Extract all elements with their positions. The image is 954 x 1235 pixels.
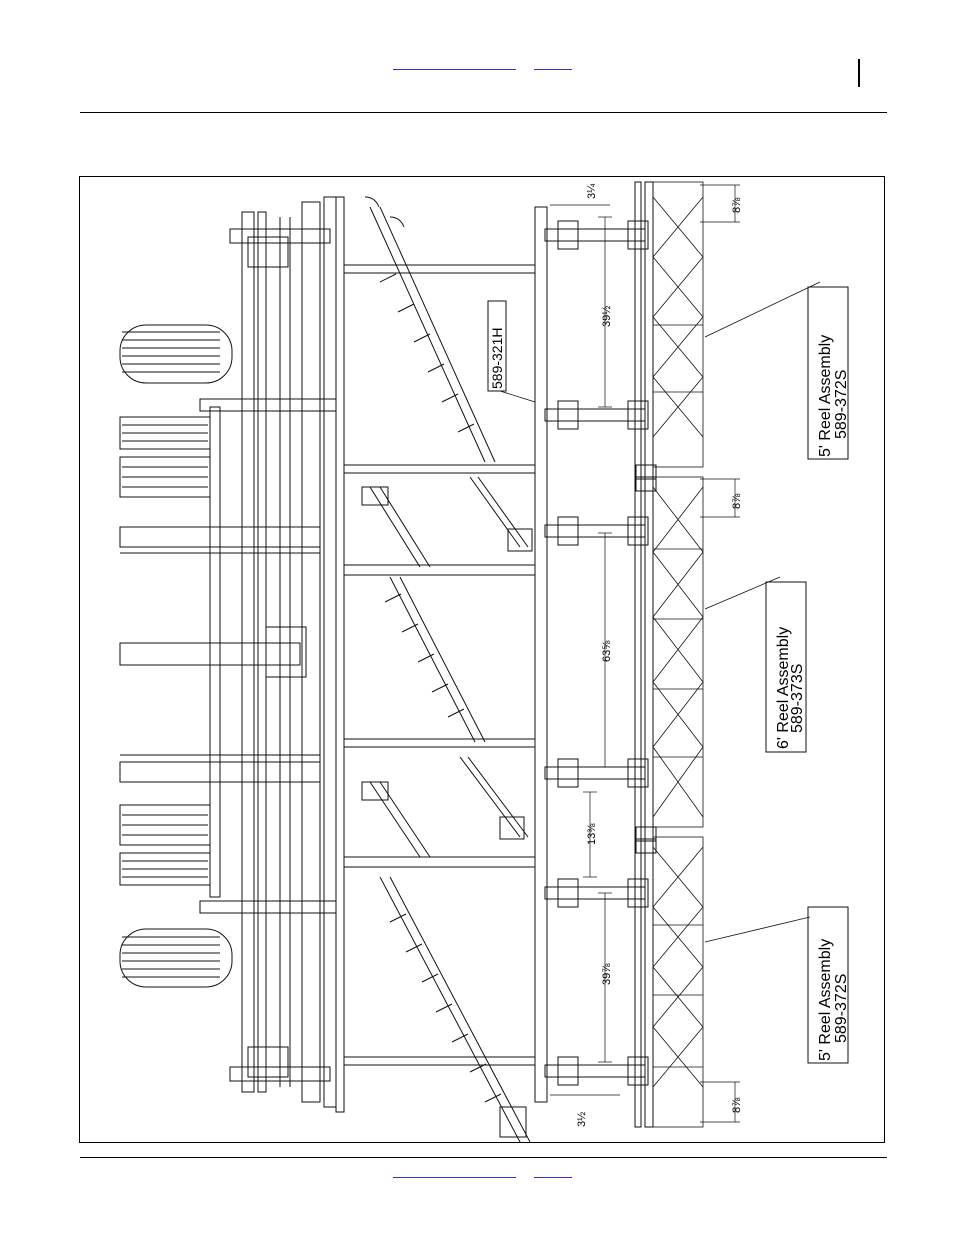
wheel-blocks (120, 417, 210, 885)
disc-gang-1 (365, 197, 495, 462)
callout-1-line2: 589-372S (833, 370, 850, 439)
dim-1: 3¼ (586, 183, 598, 199)
tire-bottom (120, 929, 232, 987)
leader-lines (500, 282, 820, 942)
dim-4: 13⅜ (586, 823, 598, 845)
disc-gang-2 (362, 477, 532, 567)
reel-top (653, 182, 703, 467)
header-link-left[interactable] (393, 69, 516, 70)
dim-5: 39⅞ (601, 963, 613, 985)
main-frame (242, 197, 336, 1107)
dim-9: 8⅞ (731, 1097, 743, 1113)
footer-link-right[interactable] (534, 1177, 572, 1178)
footer-rule (80, 1157, 887, 1158)
callout-2-line2: 589-373S (789, 664, 806, 733)
part-label: 589-321H (489, 328, 505, 390)
callout-3-line1: 5' Reel Assembly (817, 939, 834, 1061)
dim-3: 63⅝ (601, 640, 613, 662)
callout-1-line1: 5' Reel Assembly (817, 335, 834, 457)
tire-top (120, 325, 232, 383)
disc-gang-5 (380, 877, 530, 1142)
callout-3-line2: 589-372S (833, 974, 850, 1043)
header-rule (80, 112, 887, 113)
disc-gang-4 (362, 757, 528, 857)
dim-6: 3½ (576, 1112, 588, 1127)
spring-shanks (545, 221, 648, 1085)
dim-7: 8⅞ (731, 197, 743, 213)
dim-8: 8⅞ (731, 493, 743, 509)
reel-bottom (653, 837, 703, 1127)
dim-2: 39½ (601, 306, 613, 327)
header-tick-mark (858, 59, 860, 87)
reel-middle (653, 477, 703, 827)
footer-link-left[interactable] (393, 1177, 516, 1178)
header-link-right[interactable] (534, 69, 572, 70)
drawing-frame: 5' Reel Assembly 589-372S 6' Reel Assemb… (79, 176, 885, 1143)
disc-gang-3 (385, 577, 485, 742)
assembly-drawing: 5' Reel Assembly 589-372S 6' Reel Assemb… (80, 177, 884, 1142)
